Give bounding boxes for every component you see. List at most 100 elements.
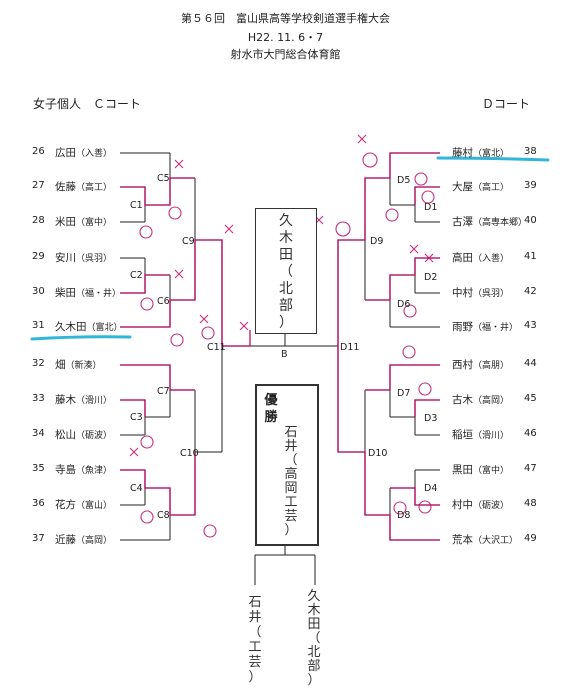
match-label-c8: C8 xyxy=(157,510,170,521)
block-winner-char: 木 xyxy=(279,230,293,246)
champion-name: 石井（高岡工芸） xyxy=(281,426,301,538)
right-player-name: 稲垣 xyxy=(452,429,473,441)
right-player-entry: 村中（砺波） xyxy=(452,497,509,512)
block-winner-char: ） xyxy=(279,315,293,331)
left-player-school: （富北） xyxy=(86,323,123,333)
left-player-name: 花方 xyxy=(55,499,76,511)
right-player-school: （高専本郷） xyxy=(473,218,528,228)
champion-name-char: 芸 xyxy=(284,509,298,524)
right-player-name: 古澤 xyxy=(452,216,473,228)
left-player-number: 37 xyxy=(32,533,45,544)
block-winner-name: 久木田（北部） xyxy=(276,213,296,332)
champion-name-char: ） xyxy=(284,523,298,538)
left-player-name: 藤木 xyxy=(55,394,76,406)
left-player-school: （富中） xyxy=(76,218,113,228)
right-player-number: 40 xyxy=(524,215,537,226)
match-label-d5: D5 xyxy=(397,175,411,186)
right-player-name: 藤村 xyxy=(452,147,473,159)
right-player-name: 荒本 xyxy=(452,534,473,546)
right-player-name: 村中 xyxy=(452,499,473,511)
right-player-name: 高田 xyxy=(452,252,473,264)
right-player-entry: 稲垣（滑川） xyxy=(452,427,509,442)
right-player-name: 西村 xyxy=(452,359,473,371)
block-winner-char: （ xyxy=(279,264,293,280)
right-player-school: （高工） xyxy=(473,183,510,193)
match-label-d7: D7 xyxy=(397,388,411,399)
left-player-entry: 近藤（高岡） xyxy=(55,532,112,547)
final-left-char: 芸 xyxy=(248,655,262,670)
right-player-entry: 藤村（富北） xyxy=(452,145,509,160)
left-player-entry: 松山（砺波） xyxy=(55,427,112,442)
final-right-char: 部 xyxy=(307,659,321,674)
champion-name-char: （ xyxy=(284,453,298,468)
left-player-number: 35 xyxy=(32,463,45,474)
right-player-school: （滑川） xyxy=(473,431,510,441)
left-player-school: （高工） xyxy=(76,183,113,193)
left-player-number: 27 xyxy=(32,180,45,191)
left-player-name: 近藤 xyxy=(55,534,76,546)
left-player-school: （砺波） xyxy=(76,431,113,441)
left-player-name: 寺島 xyxy=(55,464,76,476)
left-player-school: （福・井） xyxy=(76,289,122,299)
match-label-d3: D3 xyxy=(424,413,438,424)
left-player-entry: 柴田（福・井） xyxy=(55,285,121,300)
left-player-school: （富山） xyxy=(76,501,113,511)
right-player-name: 黒田 xyxy=(452,464,473,476)
match-label-c5: C5 xyxy=(157,173,170,184)
champion-box: 優勝 石井（高岡工芸） xyxy=(255,384,319,546)
left-player-name: 久木田 xyxy=(55,321,87,333)
left-player-entry: 久木田（富北） xyxy=(55,319,123,334)
final-right-name: 久木田（北部） xyxy=(304,590,324,688)
block-winner-char: 北 xyxy=(279,281,293,297)
match-label-d8: D8 xyxy=(397,510,411,521)
right-player-number: 41 xyxy=(524,251,537,262)
left-player-entry: 米田（富中） xyxy=(55,214,112,229)
right-court-title: Ｄコート xyxy=(482,97,531,111)
left-player-number: 28 xyxy=(32,215,45,226)
right-player-school: （高岡） xyxy=(473,396,510,406)
left-player-number: 30 xyxy=(32,286,45,297)
champion-label: 優勝 xyxy=(261,392,281,426)
match-label-c1: C1 xyxy=(130,200,143,211)
left-player-entry: 寺島（魚津） xyxy=(55,462,112,477)
left-player-number: 32 xyxy=(32,358,45,369)
left-player-number: 26 xyxy=(32,146,45,157)
block-winner-char: 部 xyxy=(279,298,293,314)
left-player-number: 31 xyxy=(32,320,45,331)
final-right-char: （ xyxy=(307,631,321,646)
match-label-b: B xyxy=(281,349,288,360)
block-winner-char: 久 xyxy=(279,213,293,229)
block-winner-char: 田 xyxy=(279,247,293,263)
right-player-entry: 黒田（富中） xyxy=(452,462,509,477)
match-label-c4: C4 xyxy=(130,483,143,494)
right-player-number: 49 xyxy=(524,533,537,544)
match-label-c3: C3 xyxy=(130,412,143,423)
left-player-number: 34 xyxy=(32,428,45,439)
right-player-entry: 高田（入善） xyxy=(452,250,509,265)
left-player-name: 安川 xyxy=(55,252,76,264)
left-player-school: （魚津） xyxy=(76,466,113,476)
right-player-school: （福・井） xyxy=(473,323,519,333)
right-player-entry: 荒本（大沢工） xyxy=(452,532,518,547)
right-player-school: （富北） xyxy=(473,149,510,159)
champion-name-char: 高 xyxy=(284,467,298,482)
champion-name-char: 井 xyxy=(284,439,298,454)
final-left-char: （ xyxy=(248,625,262,640)
left-player-entry: 花方（富山） xyxy=(55,497,112,512)
champion-name-char: 岡 xyxy=(284,481,298,496)
match-label-d6: D6 xyxy=(397,299,411,310)
right-player-number: 48 xyxy=(524,498,537,509)
right-player-number: 44 xyxy=(524,358,537,369)
left-player-name: 畑 xyxy=(55,359,66,371)
tournament-title: 第５６回 富山県高等学校剣道選手権大会 xyxy=(181,12,390,25)
match-label-d2: D2 xyxy=(424,272,438,283)
champion-label-char: 勝 xyxy=(264,410,278,425)
final-left-char: 井 xyxy=(248,610,262,625)
final-right-char: 北 xyxy=(307,645,321,660)
final-right-char: 田 xyxy=(307,617,321,632)
match-label-d11: D11 xyxy=(340,342,360,353)
right-player-number: 42 xyxy=(524,286,537,297)
left-player-name: 柴田 xyxy=(55,287,76,299)
left-player-name: 松山 xyxy=(55,429,76,441)
